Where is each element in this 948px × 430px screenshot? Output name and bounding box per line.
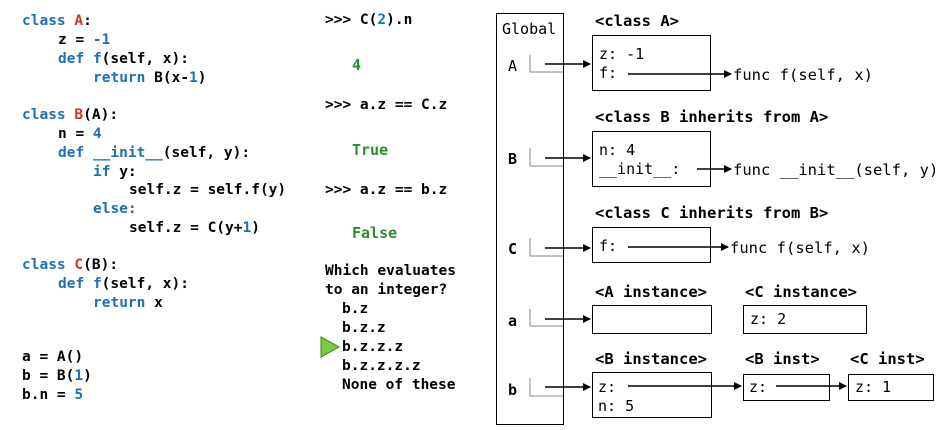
code-line-c-return: return x bbox=[93, 295, 163, 311]
code-line-a-return: return B(x-1) bbox=[93, 70, 207, 86]
repl-answer-3: False bbox=[352, 224, 398, 242]
class-a-func-f: func f(self, x) bbox=[733, 66, 873, 84]
c-inst-box bbox=[848, 374, 934, 401]
repl-query-1: >>> C(2).n bbox=[325, 12, 413, 28]
code-line-bn-assign: b.n = 5 bbox=[22, 387, 84, 403]
a-instance-header: <A instance> bbox=[595, 283, 707, 301]
c-instance-header: <C instance> bbox=[745, 283, 857, 301]
class-c-attr-f: f: bbox=[599, 237, 618, 255]
class-b-box bbox=[592, 131, 711, 187]
code-line-b-if: if y: bbox=[93, 164, 137, 180]
code-line-a-assign: a = A() bbox=[22, 349, 84, 365]
global-var-b-instance: b bbox=[508, 381, 518, 399]
code-line-b-selfz: self.z = self.f(y) bbox=[129, 182, 287, 198]
c-instance-box bbox=[743, 305, 867, 334]
code-line-c-def: def f(self, x): bbox=[58, 276, 189, 292]
class-a-header: <class A> bbox=[595, 12, 679, 30]
code-line-b-selfz2: self.z = C(y+1) bbox=[129, 220, 260, 236]
repl-query-3: >>> a.z == b.z bbox=[325, 182, 448, 198]
b-inst-attr-z: z: bbox=[749, 378, 768, 396]
quiz-option[interactable]: b.z.z.z.z bbox=[342, 358, 421, 374]
global-var-a-instance: a bbox=[508, 312, 518, 330]
code-line-b-def: def __init__(self, y): bbox=[58, 145, 251, 161]
class-b-func-init: func __init__(self, y) bbox=[733, 161, 939, 179]
c-inst-attr-z: z: 1 bbox=[855, 378, 892, 396]
code-line-b-n: n = 4 bbox=[58, 126, 102, 142]
code-line-class-c: class C(B): bbox=[22, 257, 119, 273]
quiz-question-line-1: Which evaluates bbox=[325, 263, 456, 279]
code-line-b-assign: b = B(1) bbox=[22, 368, 92, 384]
b-instance-header: <B instance> bbox=[595, 350, 707, 368]
global-var-b-class: B bbox=[508, 150, 518, 168]
code-line-a-def: def f(self, x): bbox=[58, 51, 189, 67]
code-line-b-else: else: bbox=[93, 201, 137, 217]
code-line-class-b: class B(A): bbox=[22, 107, 119, 123]
quiz-option-selected[interactable]: b.z.z.z bbox=[342, 339, 404, 355]
global-var-a-class: A bbox=[508, 57, 518, 75]
quiz-option[interactable]: b.z.z bbox=[342, 320, 386, 336]
class-a-attr-f: f: bbox=[599, 64, 618, 82]
b-instance-attr-n: n: 5 bbox=[598, 397, 635, 415]
c-inst-header: <C inst> bbox=[850, 350, 925, 368]
quiz-question-line-2: to an integer? bbox=[325, 282, 448, 298]
a-instance-box bbox=[592, 305, 712, 334]
quiz-option[interactable]: None of these bbox=[342, 377, 456, 393]
class-c-box bbox=[592, 227, 711, 263]
class-a-box bbox=[592, 35, 711, 91]
b-inst-box bbox=[743, 374, 830, 401]
class-c-func-f: func f(self, x) bbox=[730, 239, 870, 257]
class-a-attr-z: z: -1 bbox=[599, 45, 645, 63]
code-line-a-z: z = -1 bbox=[58, 32, 111, 48]
global-frame-title: Global bbox=[502, 20, 557, 38]
b-instance-attr-z: z: bbox=[598, 378, 617, 396]
quiz-option[interactable]: b.z bbox=[342, 301, 369, 317]
class-b-header: <class B inherits from A> bbox=[595, 108, 829, 126]
class-b-attr-init: __init__: bbox=[599, 160, 681, 178]
c-instance-attr-z: z: 2 bbox=[750, 310, 787, 328]
code-line-class-a: class A: bbox=[22, 13, 92, 29]
global-frame bbox=[496, 13, 564, 425]
b-instance-box bbox=[592, 372, 712, 418]
selected-option-triangle-icon bbox=[320, 336, 341, 358]
class-b-attr-n: n: 4 bbox=[599, 141, 636, 159]
repl-answer-2: True bbox=[352, 141, 389, 159]
repl-query-2: >>> a.z == C.z bbox=[325, 97, 448, 113]
global-var-c-class: C bbox=[508, 240, 518, 258]
class-c-header: <class C inherits from B> bbox=[595, 204, 829, 222]
repl-answer-1: 4 bbox=[352, 56, 362, 74]
b-inst-header: <B inst> bbox=[745, 350, 820, 368]
